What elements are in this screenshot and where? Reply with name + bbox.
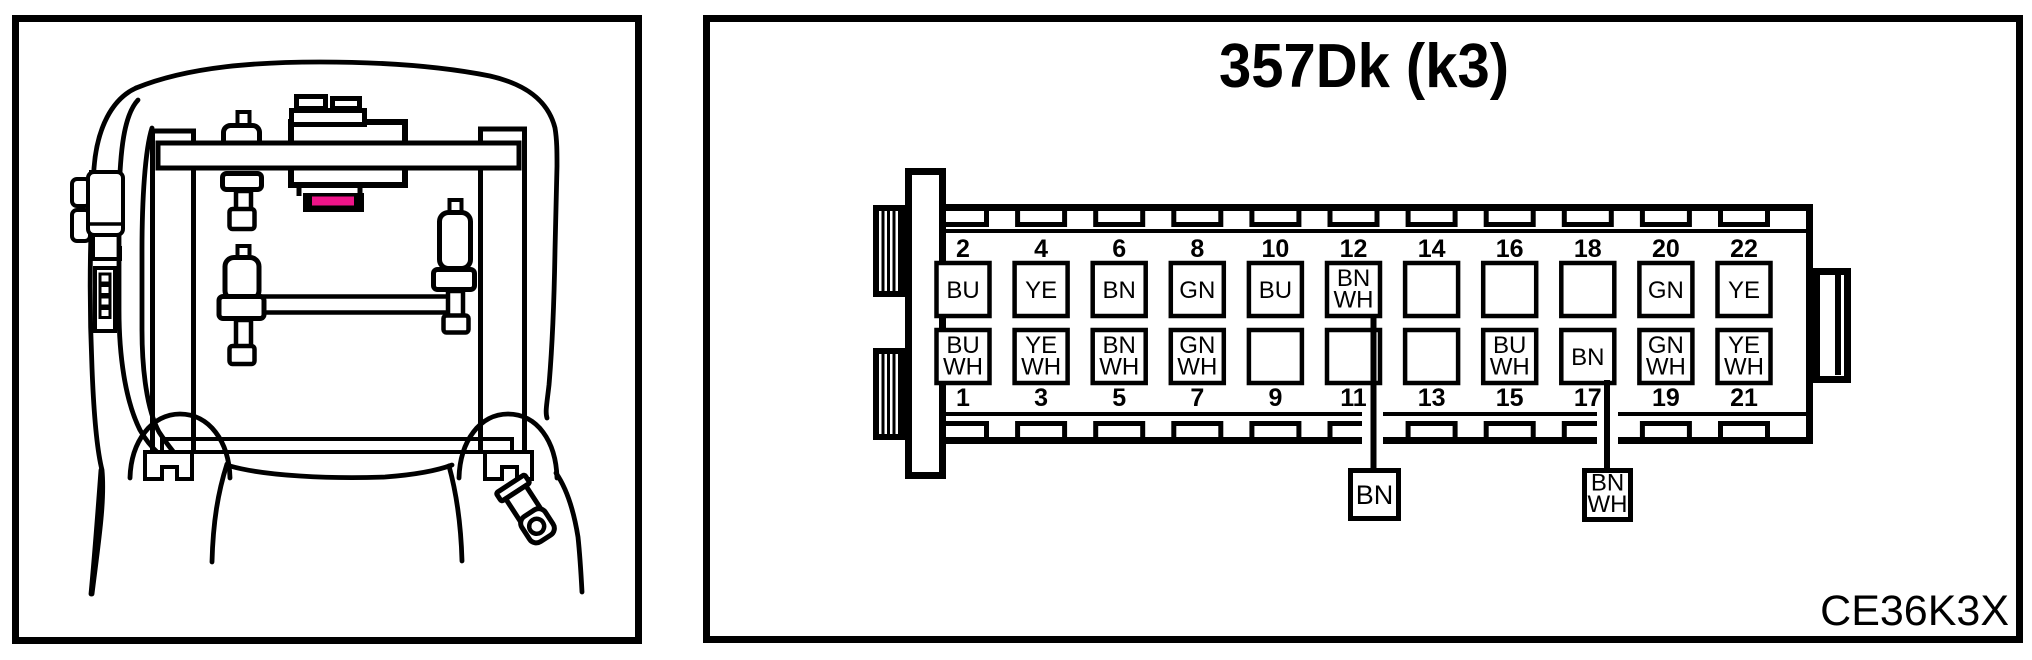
svg-text:GN: GN	[1179, 277, 1215, 304]
svg-text:WH: WH	[1490, 354, 1530, 381]
svg-text:6: 6	[1112, 235, 1126, 263]
svg-text:WH: WH	[1021, 354, 1061, 381]
svg-text:YE: YE	[1025, 277, 1057, 304]
svg-text:YE: YE	[1728, 277, 1760, 304]
svg-text:14: 14	[1418, 235, 1446, 263]
svg-text:357Dk (k3): 357Dk (k3)	[1219, 32, 1509, 101]
svg-text:GN: GN	[1648, 277, 1684, 304]
svg-text:21: 21	[1730, 384, 1758, 412]
svg-text:20: 20	[1652, 235, 1680, 263]
svg-text:YE: YE	[1025, 332, 1057, 359]
svg-text:BN: BN	[1591, 470, 1624, 497]
svg-text:BN: BN	[1103, 332, 1136, 359]
svg-text:WH: WH	[943, 354, 983, 381]
svg-text:19: 19	[1652, 384, 1680, 412]
svg-text:15: 15	[1496, 384, 1524, 412]
svg-text:7: 7	[1190, 384, 1204, 412]
svg-text:CE36K3X: CE36K3X	[1820, 587, 2009, 635]
svg-text:BU: BU	[1259, 277, 1292, 304]
svg-text:WH: WH	[1099, 354, 1139, 381]
svg-text:WH: WH	[1334, 287, 1374, 314]
svg-text:22: 22	[1730, 235, 1758, 263]
svg-text:3: 3	[1034, 384, 1048, 412]
svg-text:BU: BU	[946, 332, 979, 359]
svg-text:2: 2	[956, 235, 970, 263]
svg-text:GN: GN	[1179, 332, 1215, 359]
svg-text:11: 11	[1340, 384, 1367, 412]
svg-text:16: 16	[1496, 235, 1524, 263]
svg-text:BN: BN	[1356, 480, 1394, 510]
svg-text:13: 13	[1418, 384, 1446, 412]
svg-text:17: 17	[1574, 384, 1602, 412]
svg-text:YE: YE	[1728, 332, 1760, 359]
svg-text:10: 10	[1261, 235, 1289, 263]
svg-text:GN: GN	[1648, 332, 1684, 359]
svg-text:BN: BN	[1337, 265, 1370, 292]
svg-text:1: 1	[956, 384, 970, 412]
svg-text:BU: BU	[1493, 332, 1526, 359]
svg-text:WH: WH	[1588, 491, 1628, 518]
svg-text:BN: BN	[1571, 344, 1604, 371]
svg-text:4: 4	[1034, 235, 1048, 263]
svg-text:WH: WH	[1177, 354, 1217, 381]
svg-text:9: 9	[1268, 384, 1282, 412]
svg-text:5: 5	[1112, 384, 1126, 412]
svg-text:BU: BU	[946, 277, 979, 304]
svg-text:8: 8	[1190, 235, 1204, 263]
svg-text:12: 12	[1340, 235, 1368, 263]
svg-text:18: 18	[1574, 235, 1602, 263]
svg-text:WH: WH	[1724, 354, 1764, 381]
svg-text:BN: BN	[1103, 277, 1136, 304]
svg-text:WH: WH	[1646, 354, 1686, 381]
